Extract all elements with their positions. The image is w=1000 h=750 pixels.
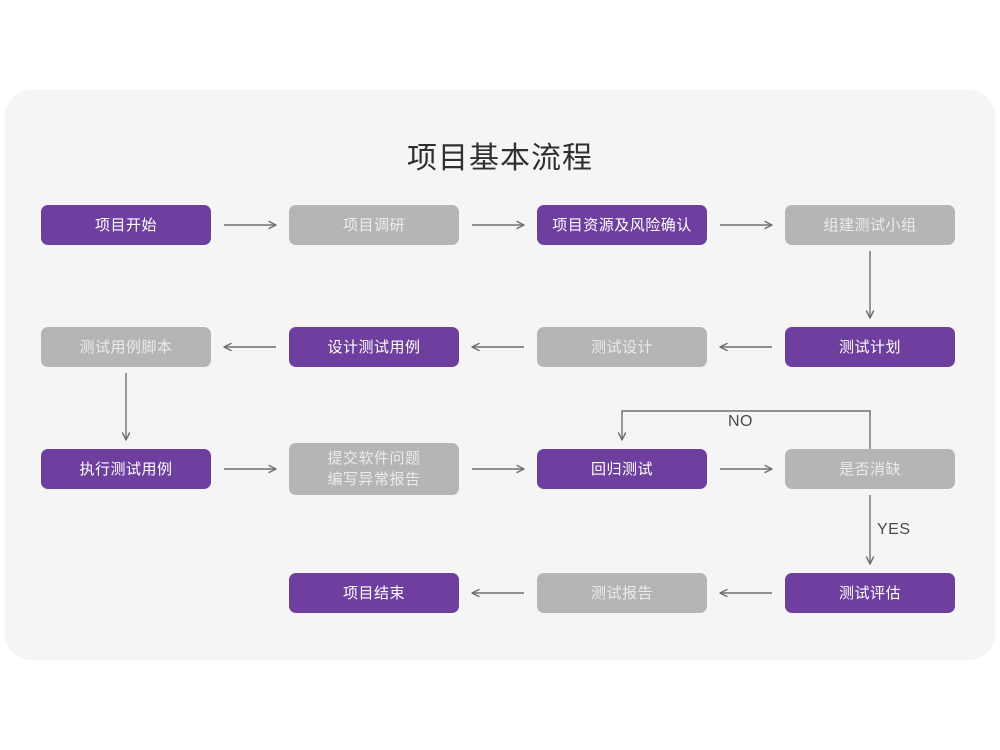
node-test-plan[interactable]: 测试计划 [785,327,955,367]
node-project-research[interactable]: 项目调研 [289,205,459,245]
node-test-report[interactable]: 测试报告 [537,573,707,613]
node-test-design[interactable]: 测试设计 [537,327,707,367]
node-design-test-case[interactable]: 设计测试用例 [289,327,459,367]
node-test-evaluation[interactable]: 测试评估 [785,573,955,613]
node-execute-test-case[interactable]: 执行测试用例 [41,449,211,489]
node-regression-test[interactable]: 回归测试 [537,449,707,489]
flowchart-card [5,90,995,660]
node-submit-issue-report[interactable]: 提交软件问题 编写异常报告 [289,443,459,495]
node-project-start[interactable]: 项目开始 [41,205,211,245]
edge-label-no: NO [728,413,753,430]
node-test-case-script[interactable]: 测试用例脚本 [41,327,211,367]
node-project-end[interactable]: 项目结束 [289,573,459,613]
page-title: 项目基本流程 [407,142,593,175]
node-form-test-team[interactable]: 组建测试小组 [785,205,955,245]
edge-label-yes: YES [877,521,911,538]
node-resource-risk-confirm[interactable]: 项目资源及风险确认 [537,205,707,245]
node-defects-cleared[interactable]: 是否消缺 [785,449,955,489]
